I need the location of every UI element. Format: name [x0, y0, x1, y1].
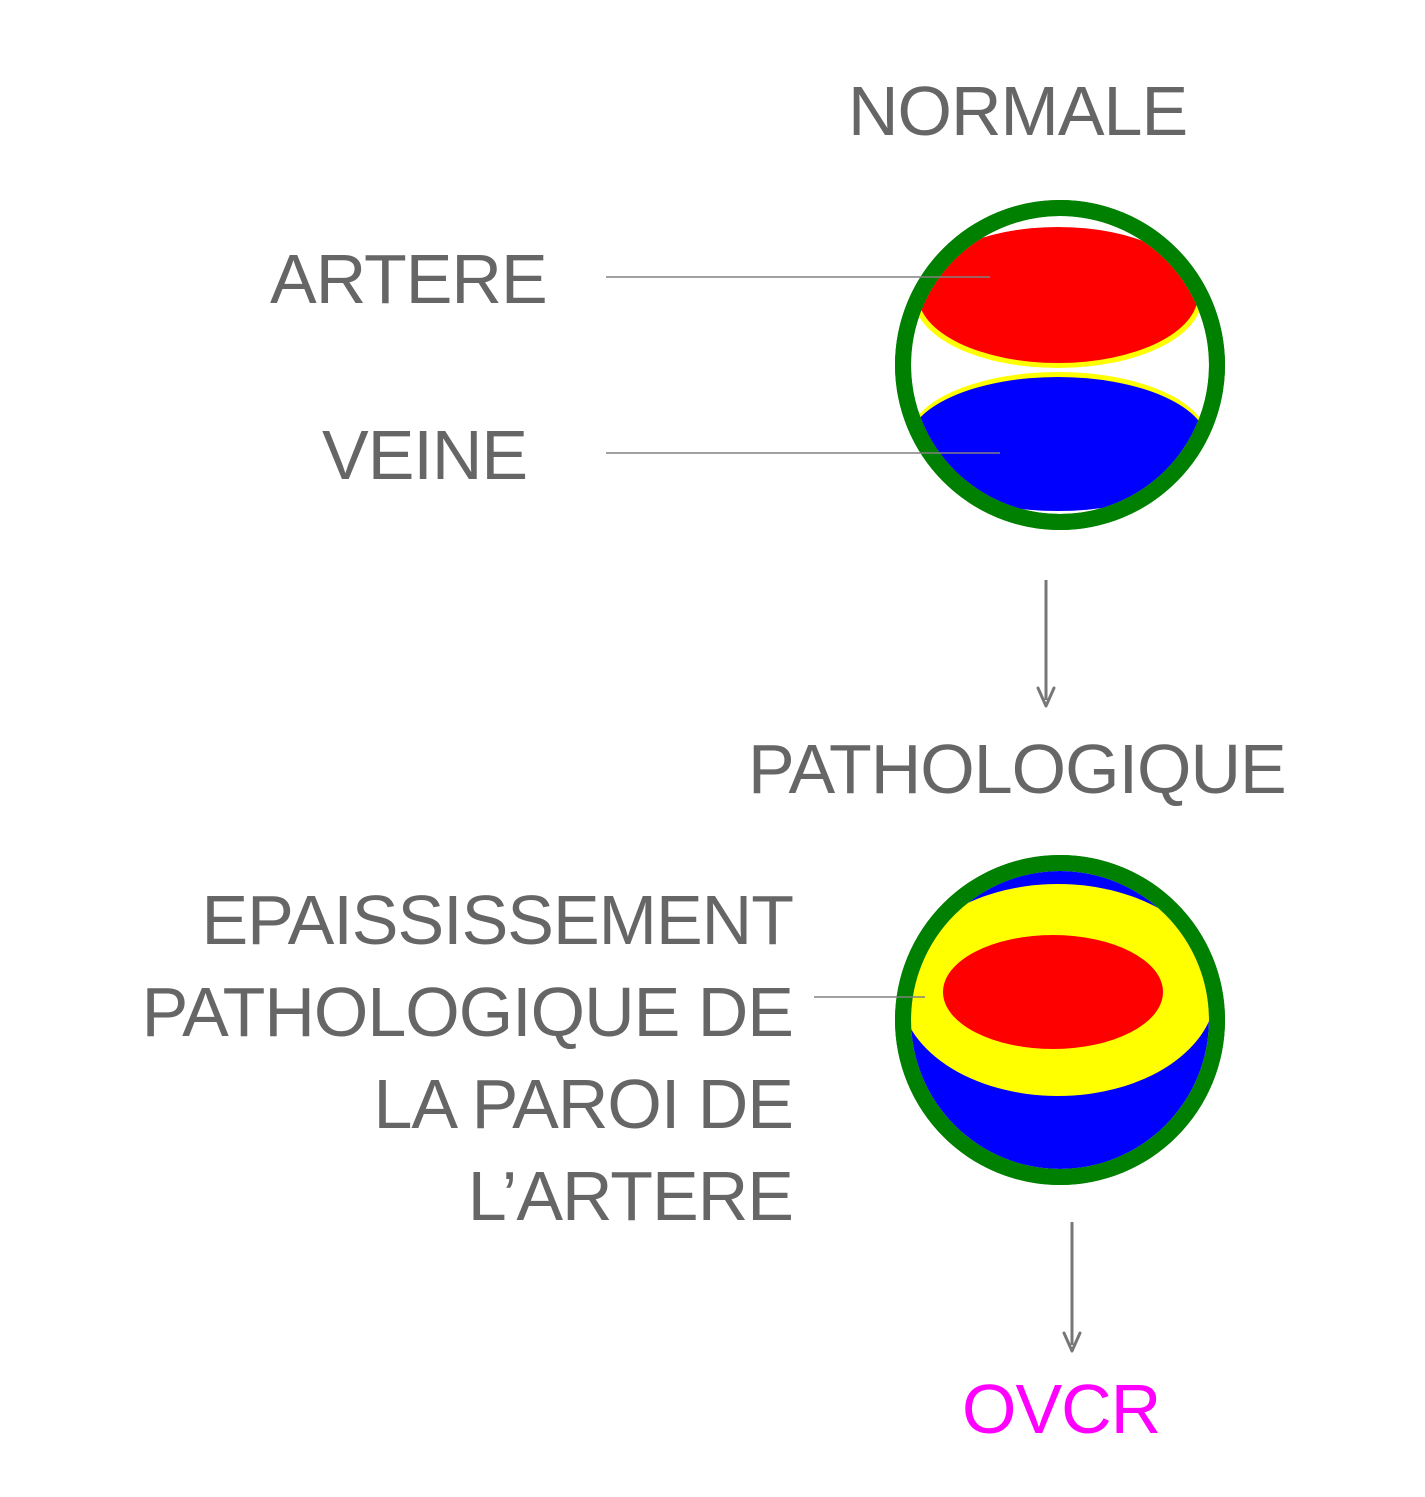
patho-sheath-border	[895, 855, 1225, 1185]
patho-artery	[943, 935, 1163, 1049]
pathological-title: PATHOLOGIQUE	[748, 730, 1287, 808]
outcome-label: OVCR	[962, 1370, 1161, 1448]
wall-thickening-label-line: LA PAROI DE	[373, 1065, 794, 1143]
normal-vein	[911, 377, 1208, 511]
artery-label: ARTERE	[270, 240, 548, 318]
wall-thickening-label-line: PATHOLOGIQUE DE	[141, 973, 794, 1051]
arrow-down-icon	[1062, 1222, 1082, 1353]
normal-artery	[918, 227, 1198, 363]
wall-thickening-label-line: L’ARTERE	[467, 1157, 794, 1235]
wall-thickening-label: EPAISSISSEMENT PATHOLOGIQUE DE LA PAROI …	[141, 874, 794, 1242]
wall-thickening-label-line: EPAISSISSEMENT	[201, 881, 794, 959]
arrow-down-icon	[1036, 580, 1056, 708]
normal-title: NORMALE	[848, 72, 1188, 150]
normal-vessel-diagram	[895, 200, 1225, 530]
vein-label: VEINE	[322, 416, 528, 494]
normal-sheath-border	[895, 200, 1225, 530]
pathological-vessel-diagram	[895, 855, 1225, 1185]
